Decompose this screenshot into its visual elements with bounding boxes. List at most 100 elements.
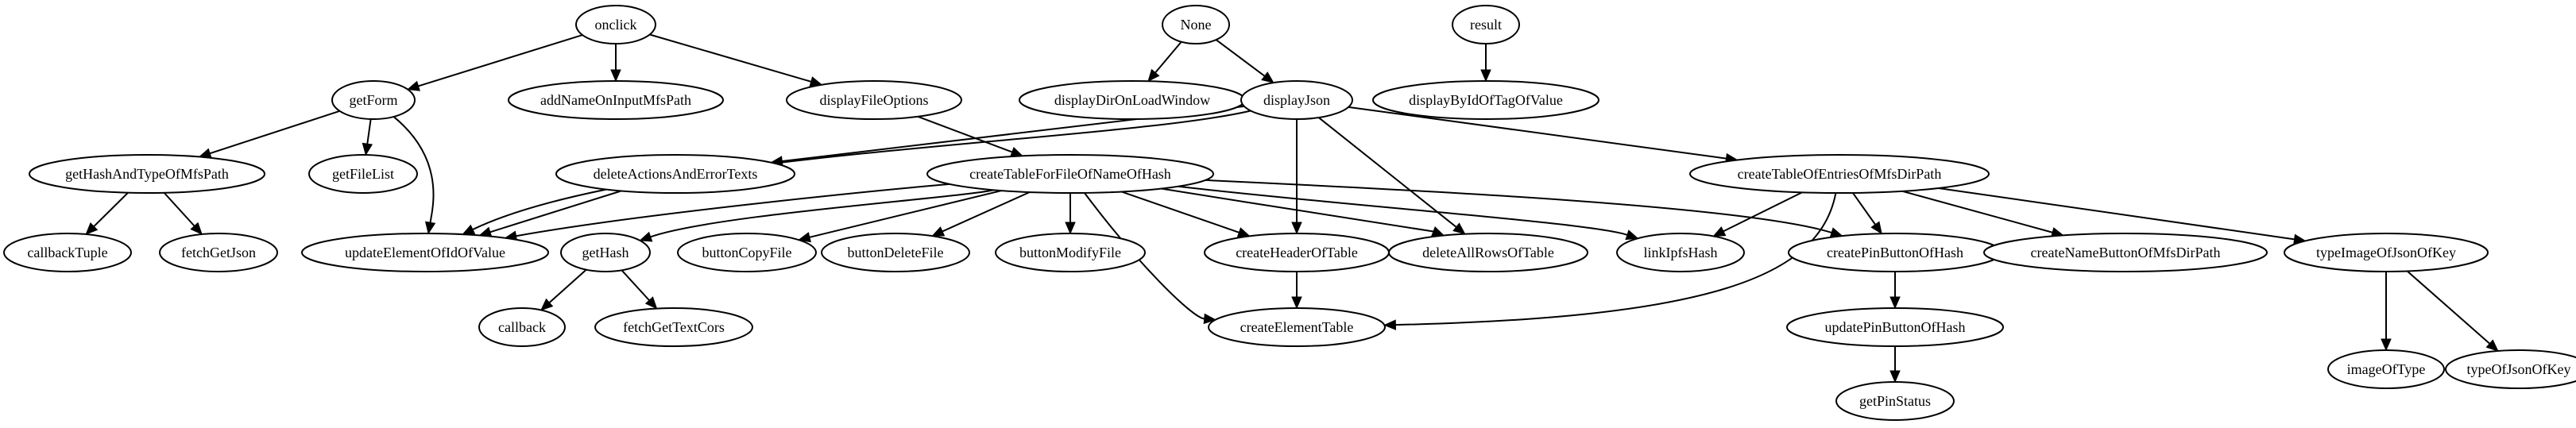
arrowhead <box>190 222 203 235</box>
node-ellipse <box>594 307 753 347</box>
node-updatePinButtonOfHash: updatePinButtonOfHash <box>1786 307 2004 347</box>
node-deleteAllRowsOfTable: deleteAllRowsOfTable <box>1388 233 1588 272</box>
edge-line <box>942 191 1031 233</box>
edge-line <box>917 115 1013 153</box>
edge-line <box>1205 179 1832 233</box>
node-label: getPinStatus <box>1859 393 1931 409</box>
edge-line <box>649 33 812 83</box>
edge-createTableOfEntriesOfMfsDirPath-to-createPinButtonOfHash <box>1852 192 1882 235</box>
edge-line <box>1155 40 1182 74</box>
node-typeImageOfJsonOfKey: typeImageOfJsonOfKey <box>2284 233 2489 272</box>
node-label: result <box>1470 17 1502 33</box>
node-ellipse <box>308 154 418 194</box>
arrowhead <box>1889 370 1901 384</box>
edge-line <box>2407 270 2491 345</box>
arrowhead <box>1147 68 1160 83</box>
edge-line <box>650 189 995 238</box>
node-fetchGetTextCors: fetchGetTextCors <box>594 307 753 347</box>
edge-createHeaderOfTable-to-createElementTable <box>1291 272 1302 310</box>
node-ellipse <box>29 154 265 194</box>
arrowhead <box>424 221 436 235</box>
edge-line <box>1178 185 1628 236</box>
edge-getHashAndTypeOfMfsPath-to-callbackTuple <box>85 191 129 235</box>
node-getForm: getForm <box>331 80 416 120</box>
node-deleteActionsAndErrorTexts: deleteActionsAndErrorTexts <box>555 154 795 194</box>
edge-line <box>163 192 195 227</box>
edge-line <box>489 190 622 233</box>
node-linkIpfsHash: linkIpfsHash <box>1616 233 1745 272</box>
node-label: displayByIdOfTagOfValue <box>1409 92 1563 108</box>
edge-createTableForFileOfNameOfHash-to-updateElementOfIdOfValue <box>504 183 950 241</box>
node-ellipse <box>508 80 724 120</box>
edge-line <box>1348 106 1727 160</box>
node-ellipse <box>1208 307 1386 347</box>
node-label: getHashAndTypeOfMfsPath <box>65 166 229 182</box>
node-updateElementOfIdOfValue: updateElementOfIdOfValue <box>301 233 549 272</box>
node-displayFileOptions: displayFileOptions <box>786 80 962 120</box>
node-ellipse <box>301 233 549 272</box>
edge-onclick-to-displayFileOptions <box>649 33 823 87</box>
node-onclick: onclick <box>575 5 656 44</box>
edge-createTableForFileOfNameOfHash-to-createHeaderOfTable <box>1121 191 1251 238</box>
arrowhead <box>610 69 621 83</box>
node-ellipse <box>159 233 278 272</box>
arrowhead <box>462 224 476 235</box>
node-ellipse <box>575 5 656 44</box>
node-fetchGetJson: fetchGetJson <box>159 233 278 272</box>
arrowhead <box>2485 339 2499 352</box>
edge-line <box>1084 192 1205 320</box>
node-label: displayDirOnLoadWindow <box>1054 92 1210 108</box>
arrowhead <box>1870 221 1882 235</box>
arrowhead <box>1431 226 1445 237</box>
node-ellipse <box>1786 307 2004 347</box>
node-label: typeOfJsonOfKey <box>2467 361 2571 377</box>
edge-line <box>1318 117 1457 228</box>
edge-displayFileOptions-to-createTableForFileOfNameOfHash <box>917 115 1024 157</box>
node-ellipse <box>560 233 651 272</box>
node-label: deleteAllRowsOfTable <box>1422 245 1554 260</box>
edge-line <box>1161 187 1434 233</box>
node-label: createHeaderOfTable <box>1236 245 1358 260</box>
edge-line <box>1852 192 1876 226</box>
node-label: imageOfType <box>2347 361 2426 377</box>
edge-line <box>1938 187 2295 241</box>
arrowhead <box>639 231 653 242</box>
node-label: typeImageOfJsonOfKey <box>2316 245 2456 260</box>
edge-getForm-to-updateElementOfIdOfValue <box>393 116 436 235</box>
arrowhead <box>1452 222 1466 235</box>
node-ellipse <box>1689 154 1990 194</box>
node-label: None <box>1181 17 1212 33</box>
arrowhead <box>540 298 554 311</box>
node-ellipse <box>821 233 970 272</box>
edge-line <box>1395 192 1837 326</box>
node-ellipse <box>1162 5 1230 44</box>
edge-createTableForFileOfNameOfHash-to-createElementTable <box>1084 192 1216 325</box>
node-label: deleteActionsAndErrorTexts <box>594 166 758 182</box>
edge-line <box>93 191 129 227</box>
edge-displayJson-to-deleteAllRowsOfTable <box>1318 117 1466 235</box>
arrowhead <box>1480 69 1491 83</box>
node-callback: callback <box>478 307 566 347</box>
node-getHash: getHash <box>560 233 651 272</box>
node-label: buttonCopyFile <box>702 245 791 260</box>
edge-line <box>209 110 340 155</box>
edge-none-to-displayDirOnLoadWindow <box>1147 40 1182 83</box>
node-label: buttonModifyFile <box>1019 245 1121 260</box>
node-createElementTable: createElementTable <box>1208 307 1386 347</box>
node-label: createNameButtonOfMfsDirPath <box>2031 245 2221 260</box>
node-ellipse <box>786 80 962 120</box>
node-displayJson: displayJson <box>1240 80 1353 120</box>
node-ellipse <box>331 80 416 120</box>
node-ellipse <box>1388 233 1588 272</box>
edge-line <box>516 183 950 237</box>
node-ellipse <box>2445 349 2576 389</box>
node-ellipse <box>478 307 566 347</box>
node-createTableForFileOfNameOfHash: createTableForFileOfNameOfHash <box>926 154 1214 194</box>
node-createHeaderOfTable: createHeaderOfTable <box>1204 233 1390 272</box>
arrowhead <box>1291 296 1302 310</box>
node-label: createTableForFileOfNameOfHash <box>969 166 1171 182</box>
node-label: displayJson <box>1263 92 1330 108</box>
arrowhead <box>85 222 99 235</box>
arrowhead <box>1383 319 1397 330</box>
